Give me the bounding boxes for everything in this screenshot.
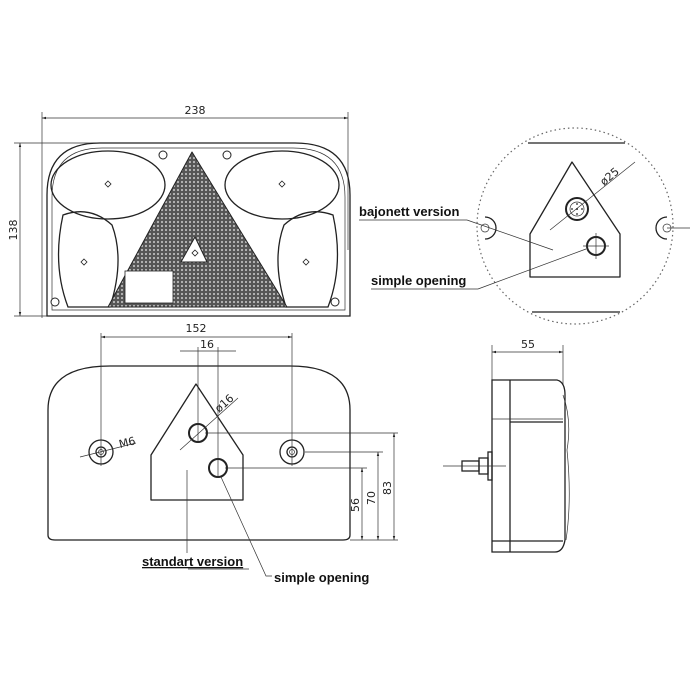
simple-opening-label-back: simple opening bbox=[274, 570, 369, 585]
bayonet-connector bbox=[565, 197, 589, 221]
hole-offset-dimension: 16 bbox=[200, 338, 214, 351]
warning-triangle-window bbox=[180, 236, 208, 263]
detail-mounting-plate bbox=[529, 161, 621, 278]
detail-view: ø25 bajonett version simple opening bbox=[359, 127, 690, 325]
back-view: 152 16 ø16 M6 56 70 83 standart version … bbox=[47, 322, 398, 585]
plate-light-window bbox=[124, 270, 174, 304]
height-70-dimension: 70 bbox=[365, 491, 378, 505]
depth-dimension: 55 bbox=[521, 338, 535, 351]
standard-version-label: standart version bbox=[142, 554, 243, 569]
back-housing-outline bbox=[47, 365, 351, 541]
stud-half-left bbox=[484, 216, 497, 240]
lower-left-lens bbox=[57, 211, 119, 308]
lamp-housing-outline bbox=[46, 142, 351, 317]
mounting-plate bbox=[150, 383, 244, 501]
detail-circle bbox=[476, 127, 674, 325]
lower-right-lens bbox=[277, 211, 339, 308]
upper-left-lens bbox=[50, 150, 166, 220]
front-view: 238 138 bbox=[7, 104, 351, 318]
reflector-triangle bbox=[107, 151, 288, 308]
thread-dimension: M6 bbox=[118, 434, 137, 451]
screws bbox=[50, 150, 340, 307]
height-83-dimension: 83 bbox=[381, 481, 394, 495]
height-56-dimension: 56 bbox=[349, 498, 362, 512]
bulb-markers bbox=[80, 180, 310, 266]
simple-opening-label-detail: simple opening bbox=[371, 273, 466, 288]
side-housing-outline bbox=[491, 379, 566, 553]
stud-half-right bbox=[655, 216, 668, 240]
upper-right-lens bbox=[224, 150, 340, 220]
height-dimension: 138 bbox=[7, 220, 20, 241]
stud-spacing-dimension: 152 bbox=[186, 322, 207, 335]
hole-diameter-dimension: ø16 bbox=[212, 392, 236, 416]
connector-diameter-dimension: ø25 bbox=[598, 165, 622, 188]
side-view: 55 bbox=[443, 338, 570, 553]
width-dimension: 238 bbox=[185, 104, 206, 117]
bayonet-version-label: bajonett version bbox=[359, 204, 459, 219]
